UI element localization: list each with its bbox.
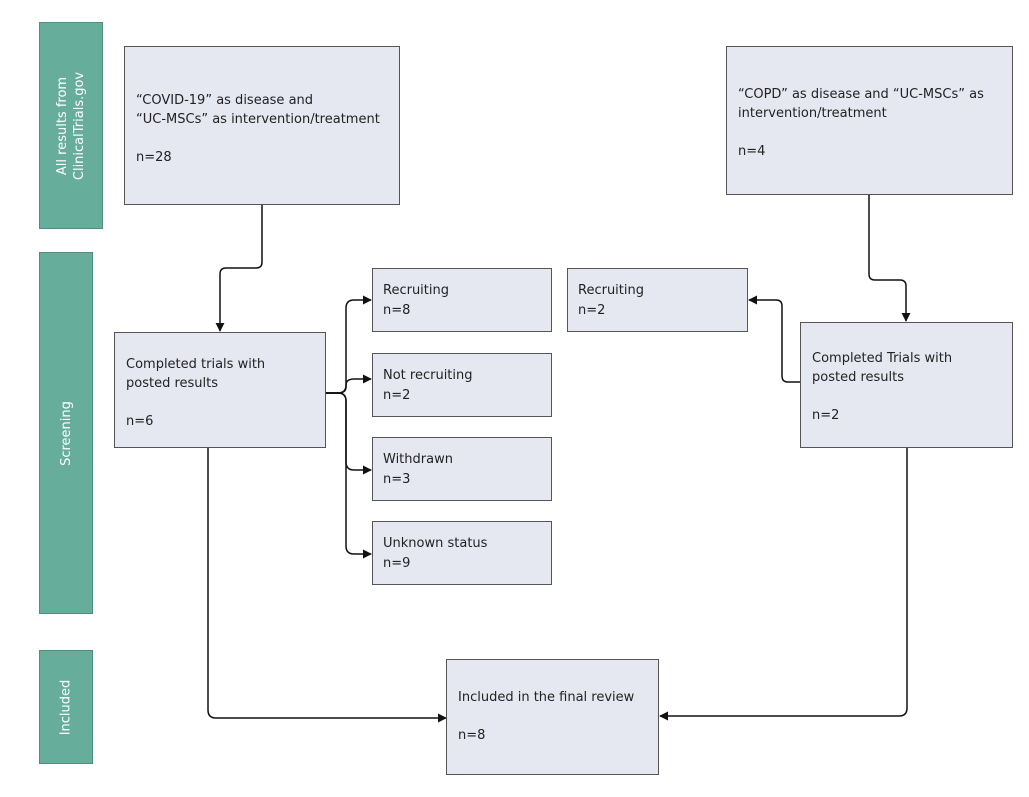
covid-recruiting-count: n=8 xyxy=(383,303,411,318)
covid-unknown-count: n=9 xyxy=(383,556,411,571)
arrow-copd-completed-to-final xyxy=(659,448,908,721)
covid-withdrawn-box: Withdrawn n=3 xyxy=(372,437,552,501)
arrow-covid-completed-to-final xyxy=(207,448,447,723)
copd-search-count: n=4 xyxy=(738,144,766,159)
covid-completed-text: Completed trials with posted results xyxy=(126,357,266,391)
covid-not-recruiting-text: Not recruiting xyxy=(383,368,473,383)
copd-recruiting-text: Recruiting xyxy=(578,283,644,298)
copd-completed-count: n=2 xyxy=(812,408,840,423)
arrow-to-covid-not-recruiting xyxy=(322,374,372,394)
final-review-count: n=8 xyxy=(458,728,486,743)
covid-search-box: “COVID-19” as disease and “UC-MSCs” as i… xyxy=(124,46,400,205)
copd-completed-text: Completed Trials with posted results xyxy=(812,351,953,385)
copd-search-text: “COPD” as disease and “UC-MSCs” as inter… xyxy=(738,87,984,121)
final-review-box: Included in the final review n=8 xyxy=(446,659,659,775)
covid-withdrawn-count: n=3 xyxy=(383,472,411,487)
arrow-to-covid-unknown xyxy=(322,392,372,559)
copd-completed-box: Completed Trials with posted results n=2 xyxy=(800,322,1013,448)
covid-unknown-box: Unknown status n=9 xyxy=(372,521,552,585)
stage-screening: Screening xyxy=(39,252,93,614)
arrow-copd-search-to-completed xyxy=(868,195,911,322)
covid-not-recruiting-box: Not recruiting n=2 xyxy=(372,353,552,417)
covid-unknown-text: Unknown status xyxy=(383,536,488,551)
copd-recruiting-count: n=2 xyxy=(578,303,606,318)
stage-all-results: All results from ClinicalTrials.gov xyxy=(39,22,103,229)
arrow-covid-search-to-completed xyxy=(215,205,263,332)
covid-search-text: “COVID-19” as disease and “UC-MSCs” as i… xyxy=(136,93,380,127)
covid-completed-box: Completed trials with posted results n=6 xyxy=(114,332,326,448)
covid-search-count: n=28 xyxy=(136,150,172,165)
copd-search-box: “COPD” as disease and “UC-MSCs” as inter… xyxy=(726,46,1013,195)
covid-completed-count: n=6 xyxy=(126,414,154,429)
covid-recruiting-text: Recruiting xyxy=(383,283,449,298)
stage-included: Included xyxy=(39,650,93,764)
copd-recruiting-box: Recruiting n=2 xyxy=(567,268,748,332)
covid-withdrawn-text: Withdrawn xyxy=(383,452,453,467)
covid-recruiting-box: Recruiting n=8 xyxy=(372,268,552,332)
arrow-to-copd-recruiting xyxy=(748,295,800,383)
final-review-text: Included in the final review xyxy=(458,690,635,705)
covid-not-recruiting-count: n=2 xyxy=(383,388,411,403)
